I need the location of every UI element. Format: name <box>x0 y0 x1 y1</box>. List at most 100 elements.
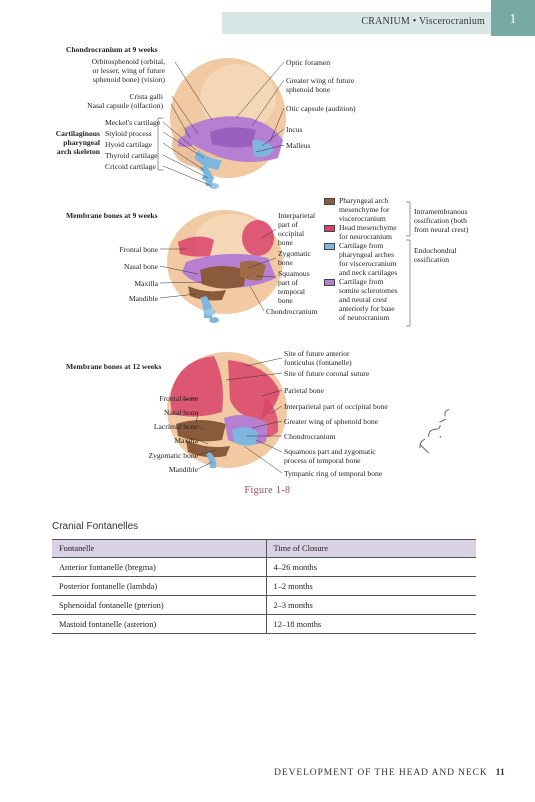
fig1-label-orbitosphenoid-1: Orbitosphenoid (orbital, <box>91 57 165 66</box>
fig3-label-anterior-fonticulus-2: fonticulus (fontanelle) <box>284 358 352 367</box>
legend-text-3d: and neck cartilages <box>339 268 398 277</box>
legend-text-1a: Pharyngeal arch <box>339 196 389 205</box>
cell-fontanelle: Anterior fontanelle (bregma) <box>52 557 267 577</box>
fig1-label-optic-foramen: Optic foramen <box>286 58 331 67</box>
membrane-bones-9wk-illustration <box>167 210 283 323</box>
running-header: CRANIUM • Viscerocranium <box>361 16 485 27</box>
fig3-label-anterior-fonticulus-1: Site of future anterior <box>284 349 350 358</box>
fig3-label-interparietal: Interparietal part of occipital bone <box>284 402 388 411</box>
fig3-label-frontal: Frontal bone <box>159 394 198 403</box>
fig2-label-interparietal-3: occipital <box>278 229 305 238</box>
fig3-label-squamous-2: process of temporal bone <box>284 456 361 465</box>
fig2-label-nasal: Nasal bone <box>124 262 158 271</box>
fig1-label-greater-wing-1: Greater wing of future <box>286 76 355 85</box>
fig1-label-crista-galli: Crista galli <box>129 92 163 101</box>
legend-text-4a: Cartilage from <box>339 277 384 286</box>
fig1-label-otic-capsule: Otic capsule (audition) <box>286 104 356 113</box>
table-row: Anterior fontanelle (bregma) 4–26 months <box>52 557 476 577</box>
legend-group-endochondral-2: ossification <box>414 255 450 264</box>
fig1-label-incus: Incus <box>286 125 303 134</box>
fig1-label-thyroid: Thyroid cartilage <box>105 151 158 160</box>
fig3-label-tympanic-ring: Tympanic ring of temporal bone <box>284 469 383 478</box>
figure2-title: Membrane bones at 9 weeks <box>66 211 158 220</box>
header-bar <box>222 12 492 34</box>
legend-text-3c: for viscerocranium <box>339 259 397 268</box>
header-separator: • <box>412 16 417 27</box>
table-row: Mastoid fontanelle (asterion) 12–18 mont… <box>52 614 476 634</box>
fig1-label-styloid: Styloid process <box>105 129 152 138</box>
running-footer: DEVELOPMENT OF THE HEAD AND NECK 11 <box>274 768 505 778</box>
legend-group-endochondral-1: Endochondral <box>414 246 457 255</box>
legend-swatch-head-mesenchyme <box>324 225 335 232</box>
fig1-arch-group-3: arch skeleton <box>56 147 100 156</box>
footer-chapter: DEVELOPMENT OF THE HEAD AND NECK <box>274 768 488 778</box>
fig3-label-squamous-1: Squamous part and zygomatic <box>284 447 376 456</box>
legend-group-intramembranous-1: Intramembranous <box>414 207 468 216</box>
legend-text-1b: mesenchyme for <box>339 205 390 214</box>
legend-swatch-pharyngeal-mesenchyme <box>324 198 335 205</box>
fig2-label-maxilla: Maxilla <box>134 279 158 288</box>
header-section: CRANIUM <box>361 16 410 27</box>
fig2-label-squamous-4: bone <box>278 296 293 305</box>
signature <box>419 408 450 454</box>
embryo-skull-illustrations <box>157 58 450 474</box>
cell-closure: 12–18 months <box>266 614 476 634</box>
fig3-label-lacrimal: Lacrimal bone <box>153 422 198 431</box>
fig2-label-interparietal-4: bone <box>278 238 293 247</box>
table-header-row: Fontanelle Time of Closure <box>52 539 476 558</box>
cell-fontanelle: Sphenoidal fontanelle (pterion) <box>52 595 267 615</box>
fig1-label-meckels: Meckel's cartilage <box>105 118 161 127</box>
fig1-label-hyoid: Hyoid cartilage <box>105 140 153 149</box>
fig2-label-interparietal-1: Interparietal <box>278 211 316 220</box>
figure1-title: Chondrocranium at 9 weeks <box>66 45 158 54</box>
fig1-label-malleus: Malleus <box>286 141 311 150</box>
legend-text-4d: anteriorly for base <box>339 304 395 313</box>
fig2-label-squamous-1: Squamous <box>278 269 310 278</box>
fig3-label-greater-wing: Greater wing of sphenoid bone <box>284 417 379 426</box>
fig1-arch-group-1: Cartilaginous <box>55 129 100 138</box>
legend-swatch-pharyngeal-cartilage <box>324 243 335 250</box>
chondrocranium-illustration <box>170 58 286 189</box>
cell-closure: 1–2 months <box>266 576 476 596</box>
chapter-tab: 1 <box>491 0 535 36</box>
fig2-label-squamous-2: part of <box>278 278 299 287</box>
fig3-label-maxilla: Maxilla <box>174 436 198 445</box>
figure3-title: Membrane bones at 12 weeks <box>66 362 162 371</box>
leader-lines <box>157 61 411 474</box>
page-number: 11 <box>495 768 505 778</box>
fig3-label-parietal: Parietal bone <box>284 386 324 395</box>
fig1-label-orbitosphenoid-3: sphenoid bone) (vision) <box>92 75 165 84</box>
cell-closure: 2–3 months <box>266 595 476 615</box>
legend-text-4c: and neural crest <box>339 295 388 304</box>
legend-text-2a: Head mesenchyme <box>339 223 397 232</box>
table-row: Sphenoidal fontanelle (pterion) 2–3 mont… <box>52 595 476 615</box>
fig3-label-nasal: Nasal bone <box>164 408 198 417</box>
legend-text-2b: for neurocranium <box>339 232 392 241</box>
fig2-label-interparietal-2: part of <box>278 220 299 229</box>
legend-text-1c: viscerocranium <box>339 214 386 223</box>
header-time-of-closure: Time of Closure <box>266 539 476 558</box>
fig3-label-zygomatic: Zygomatic bone <box>148 451 198 460</box>
fig2-label-mandible: Mandible <box>128 294 158 303</box>
fig1-label-cricoid: Cricoid cartilage <box>105 162 156 171</box>
fig2-label-zygomatic-2: bone <box>278 258 293 267</box>
legend-text-4e: of neurocranium <box>339 313 390 322</box>
fig2-label-chondrocranium: Chondrocranium <box>266 307 318 316</box>
legend-swatch-somite-cartilage <box>324 279 335 286</box>
fig2-label-zygomatic-1: Zygomatic <box>278 249 311 258</box>
cell-closure: 4–26 months <box>266 557 476 577</box>
fig2-label-frontal: Frontal bone <box>119 245 158 254</box>
fig1-label-nasal-capsule: Nasal capsule (olfaction) <box>87 101 163 110</box>
fontanelle-table: Fontanelle Time of Closure Anterior font… <box>52 539 476 634</box>
table-title: Cranial Fontanelles <box>52 521 139 532</box>
figure-caption: Figure 1-8 <box>244 485 291 496</box>
legend-text-3a: Cartilage from <box>339 241 384 250</box>
table-row: Posterior fontanelle (lambda) 1–2 months <box>52 576 476 596</box>
fig3-label-chondrocranium: Chondrocranium <box>284 432 336 441</box>
fig3-label-coronal-suture: Site of future coronal suture <box>284 369 370 378</box>
legend-group-intramembranous-2: ossification (both <box>414 216 467 225</box>
fig1-label-orbitosphenoid-2: or lesser, wing of future <box>92 66 165 75</box>
fig3-label-mandible: Mandible <box>168 465 198 474</box>
header-fontanelle: Fontanelle <box>52 539 267 558</box>
fig1-label-greater-wing-2: sphenoid bone <box>286 85 331 94</box>
